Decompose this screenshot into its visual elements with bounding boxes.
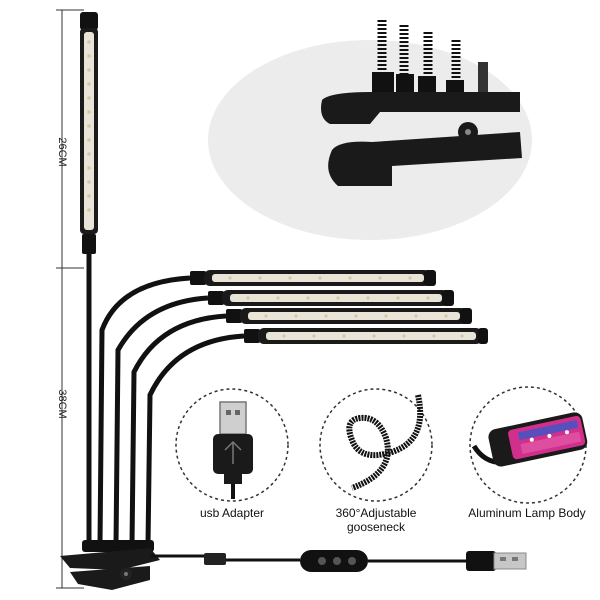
lamp-body-caption: Aluminum Lamp Body <box>458 506 596 520</box>
lamp-bar-2 <box>208 290 454 306</box>
lamp-bar-3 <box>226 308 472 324</box>
bar-led-dots <box>228 276 464 338</box>
top-length-label: 26CM <box>56 137 68 167</box>
gooseneck-icon <box>319 388 433 502</box>
vertical-lamp <box>80 12 98 254</box>
base-clip <box>60 540 160 590</box>
goosenecks <box>86 254 245 546</box>
gooseneck-caption: 360°Adjustable gooseneck <box>314 506 438 534</box>
lamp-bar-4 <box>244 328 488 344</box>
clip-closeup <box>208 20 532 240</box>
dimension-lines <box>56 9 84 589</box>
usb-adapter-caption: usb Adapter <box>172 506 292 520</box>
caption-line: Aluminum Lamp Body <box>468 506 586 520</box>
caption-line: usb Adapter <box>199 506 265 520</box>
caption-line: gooseneck <box>346 520 406 534</box>
usb-plug-icon <box>175 388 289 502</box>
bottom-length-label: 38CM <box>56 389 68 419</box>
lamp-body-icon <box>469 386 588 504</box>
lamp-bar-1 <box>190 270 436 286</box>
caption-line: 360°Adjustable <box>335 506 417 520</box>
vertical-led-dots <box>87 40 91 212</box>
power-cable <box>150 550 527 572</box>
